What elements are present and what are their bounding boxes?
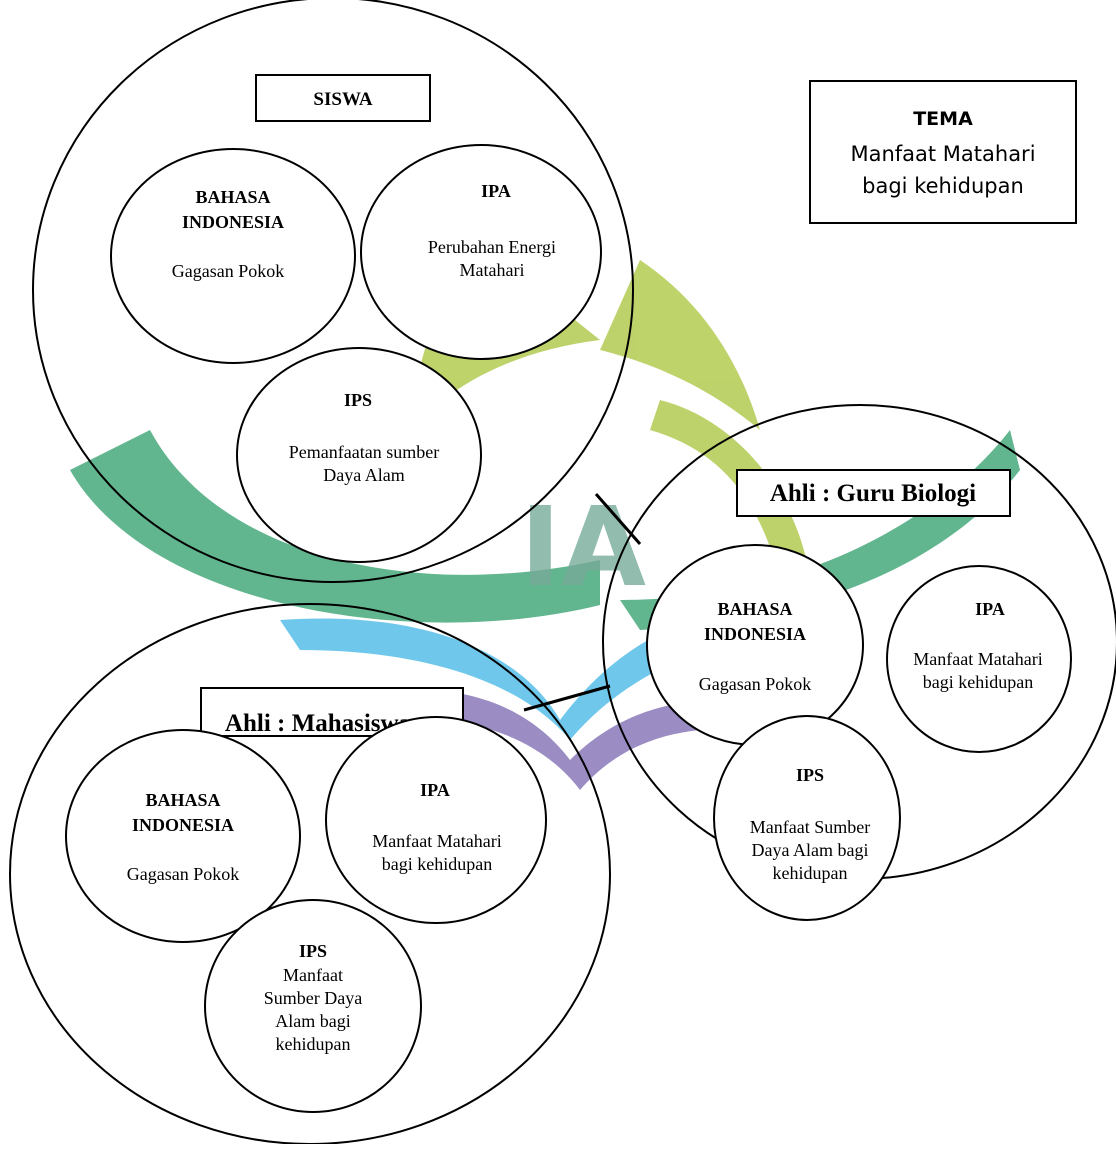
siswa-bahasa-text-1: Gagasan Pokok	[172, 261, 284, 281]
guru-title: Ahli : Guru Biologi	[770, 480, 976, 507]
guru-bahasa-text-1: Gagasan Pokok	[699, 674, 811, 694]
theme-line-2: bagi kehidupan	[862, 174, 1024, 198]
connector-mahasiswa-guru	[523, 684, 611, 712]
theme-heading: TEMA	[913, 108, 973, 130]
siswa-ipa-circle	[360, 144, 602, 360]
watermark-olive-leaf-right	[600, 260, 760, 430]
mahasiswa-ips-circle	[204, 899, 422, 1113]
group-siswa: SISWA BAHASA INDONESIA Gagasan Pokok IPA…	[32, 0, 634, 583]
group-guru: Ahli : Guru Biologi BAHASA INDONESIA Gag…	[602, 404, 1116, 921]
mahasiswa-bahasa-title-2: INDONESIA	[132, 815, 234, 835]
guru-ipa-text-2: bagi kehidupan	[923, 672, 1033, 692]
guru-ips-text-3: kehidupan	[773, 863, 848, 883]
theme-box	[809, 80, 1077, 224]
mahasiswa-ips-text-1: Manfaat	[283, 965, 343, 985]
theme-line-1: Manfaat Matahari	[850, 142, 1035, 166]
siswa-title: SISWA	[313, 89, 372, 110]
guru-ipa-title: IPA	[975, 599, 1005, 619]
guru-bahasa-circle	[646, 544, 864, 746]
connector-siswa-guru	[594, 493, 642, 545]
mahasiswa-ipa-circle	[325, 716, 547, 924]
siswa-bahasa-title-2: INDONESIA	[182, 212, 284, 232]
mahasiswa-ips-text-4: kehidupan	[276, 1034, 351, 1054]
siswa-bahasa-title-1: BAHASA	[195, 187, 270, 207]
mahasiswa-ips-title: IPS	[299, 941, 327, 961]
siswa-ips-text-2: Daya Alam	[323, 465, 404, 485]
mahasiswa-ipa-text-2: bagi kehidupan	[382, 854, 492, 874]
guru-ips-text-1: Manfaat Sumber	[750, 817, 870, 837]
siswa-ipa-title: IPA	[481, 181, 511, 201]
guru-ipa-circle	[886, 565, 1072, 753]
guru-bahasa-title-2: INDONESIA	[704, 624, 806, 644]
mahasiswa-bahasa-text-1: Gagasan Pokok	[127, 864, 239, 884]
guru-ips-text-2: Daya Alam bagi	[752, 840, 869, 860]
mahasiswa-ips-text-3: Alam bagi	[275, 1011, 350, 1031]
group-mahasiswa: Ahli : Mahasiswa BAHASA INDONESIA Gagasa…	[9, 603, 611, 1145]
siswa-title-box	[255, 74, 431, 122]
siswa-ips-text-1: Pemanfaatan sumber	[289, 442, 439, 462]
watermark-green-arc	[70, 430, 600, 623]
guru-bahasa-title-1: BAHASA	[717, 599, 792, 619]
mahasiswa-bahasa-circle	[65, 729, 301, 943]
watermark-purple-arc	[420, 690, 720, 790]
guru-ips-circle	[713, 715, 901, 921]
guru-ipa-text-1: Manfaat Matahari	[913, 649, 1042, 669]
guru-title-box	[736, 469, 1011, 517]
mahasiswa-ips-text-2: Sumber Daya	[264, 988, 362, 1008]
mahasiswa-bahasa-title-1: BAHASA	[145, 790, 220, 810]
guru-ips-title: IPS	[796, 765, 824, 785]
siswa-ipa-text-2: Matahari	[460, 260, 525, 280]
mahasiswa-ipa-title: IPA	[420, 780, 450, 800]
siswa-bahasa-circle	[110, 148, 356, 364]
watermark-olive-arc	[650, 400, 810, 580]
theme-box-group: TEMA Manfaat Matahari bagi kehidupan	[809, 80, 1077, 224]
siswa-ips-circle	[236, 347, 482, 563]
siswa-ips-title: IPS	[344, 390, 372, 410]
siswa-ipa-text-1: Perubahan Energi	[428, 237, 556, 257]
mahasiswa-ipa-text-1: Manfaat Matahari	[372, 831, 501, 851]
group-siswa-circle	[32, 0, 634, 583]
